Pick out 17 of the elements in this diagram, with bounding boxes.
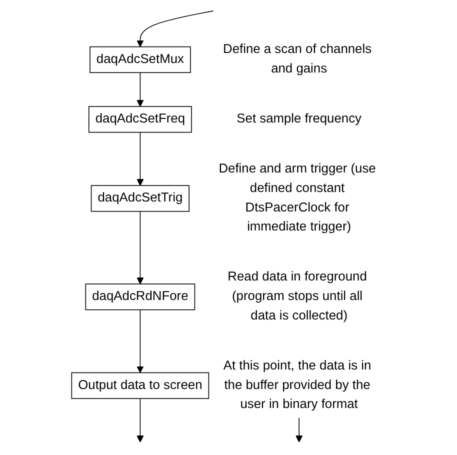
arrow [136,10,214,48]
arrow [136,210,144,284]
node-label: Define and arm trigger (use defined constant DtsPacerClock for immediate trigger) [218,162,376,234]
arrow [136,309,144,374]
node-box: daqAdcSetFreq [88,106,192,133]
node-box: daqAdcSetTrig [90,185,190,212]
node-label: Define a scan of channels and gains [222,42,372,76]
arrow [295,417,302,442]
arrow [136,132,144,186]
node-box: daqAdcSetMux [89,46,190,73]
arrow [136,72,144,107]
node-text: At this point, the data is in the buffer provided by the user in binary format [222,359,371,412]
arrow [136,398,144,442]
node-label: Set sample frequency [236,112,362,126]
node-box: Output data to screen [70,372,209,399]
node-label: Read data in foreground (program stops until all data is collected) [227,270,366,323]
node-box: daqAdcRdNFore [84,284,195,310]
